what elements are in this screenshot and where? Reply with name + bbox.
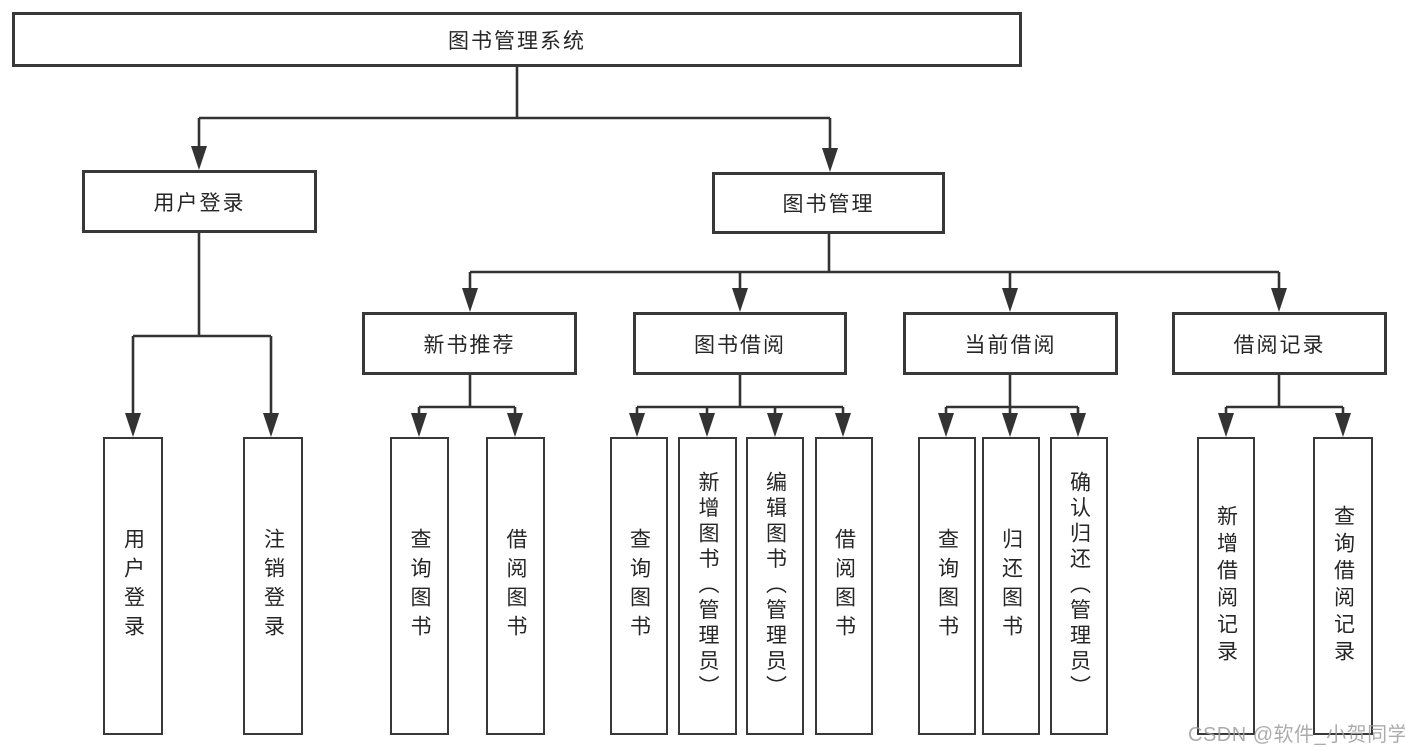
node-user-login: 用户登录 — [82, 170, 317, 233]
node-label: 图书借阅 — [694, 333, 786, 357]
node-label: 新书推荐 — [423, 333, 516, 357]
node-label: 借阅图书 — [832, 528, 856, 644]
node-label: 图书管理 — [782, 193, 875, 216]
node-leaf-query-books: 查询图书 — [390, 437, 449, 735]
connector-root-to-level2 — [197, 67, 832, 152]
node-leaf-user-login: 用户登录 — [103, 437, 163, 735]
node-book-management-system: 图书管理系统 — [12, 12, 1022, 67]
connector-management-to-level3 — [468, 234, 1281, 293]
node-book-borrow: 图书借阅 — [633, 312, 847, 375]
node-leaf-confirm-return-admin: 确认归还（管理员） — [1050, 437, 1108, 735]
node-label: 借阅图书 — [504, 528, 527, 644]
node-current-borrow: 当前借阅 — [903, 312, 1118, 375]
node-label: 图书管理系统 — [448, 29, 586, 53]
node-leaf-borrow-books: 借阅图书 — [486, 437, 545, 735]
node-label: 注销登录 — [261, 528, 285, 644]
node-label: 编辑图书（管理员） — [763, 471, 787, 701]
connector-login-children — [131, 233, 273, 418]
connector-currentborrow-children — [944, 375, 1080, 418]
node-leaf-borrow-books-2: 借阅图书 — [815, 437, 873, 735]
node-label: 借阅记录 — [1233, 333, 1326, 357]
node-label: 查询图书 — [627, 528, 651, 644]
node-label: 用户登录 — [153, 191, 246, 215]
node-leaf-edit-book-admin: 编辑图书（管理员） — [746, 437, 804, 735]
node-label: 确认归还（管理员） — [1067, 471, 1091, 701]
connector-bookborrow-children — [635, 375, 845, 418]
node-label: 查询图书 — [408, 528, 431, 644]
csdn-watermark: CSDN @软件_小贺同学 — [1188, 724, 1405, 746]
connector-newbook-children — [417, 375, 517, 418]
node-label: 查询借阅记录 — [1331, 505, 1355, 667]
node-leaf-query-books-3: 查询图书 — [918, 437, 976, 735]
node-leaf-add-borrow-record: 新增借阅记录 — [1197, 437, 1255, 735]
node-leaf-add-book-admin: 新增图书（管理员） — [678, 437, 737, 735]
node-leaf-return-book: 归还图书 — [982, 437, 1040, 735]
node-label: 新增图书（管理员） — [696, 471, 719, 701]
node-label: 查询图书 — [935, 528, 959, 644]
node-borrow-records: 借阅记录 — [1172, 312, 1387, 375]
node-label: 当前借阅 — [964, 333, 1057, 357]
node-leaf-logout: 注销登录 — [243, 437, 303, 735]
node-label: 用户登录 — [121, 528, 145, 644]
connector-records-children — [1224, 375, 1345, 418]
node-book-management: 图书管理 — [712, 172, 945, 234]
node-new-book-recommend: 新书推荐 — [362, 312, 577, 375]
node-leaf-query-borrow-record: 查询借阅记录 — [1313, 437, 1373, 735]
node-leaf-query-books-2: 查询图书 — [610, 437, 668, 735]
arrow-heads — [125, 146, 1351, 437]
node-label: 新增借阅记录 — [1214, 505, 1238, 667]
node-label: 归还图书 — [999, 528, 1023, 644]
